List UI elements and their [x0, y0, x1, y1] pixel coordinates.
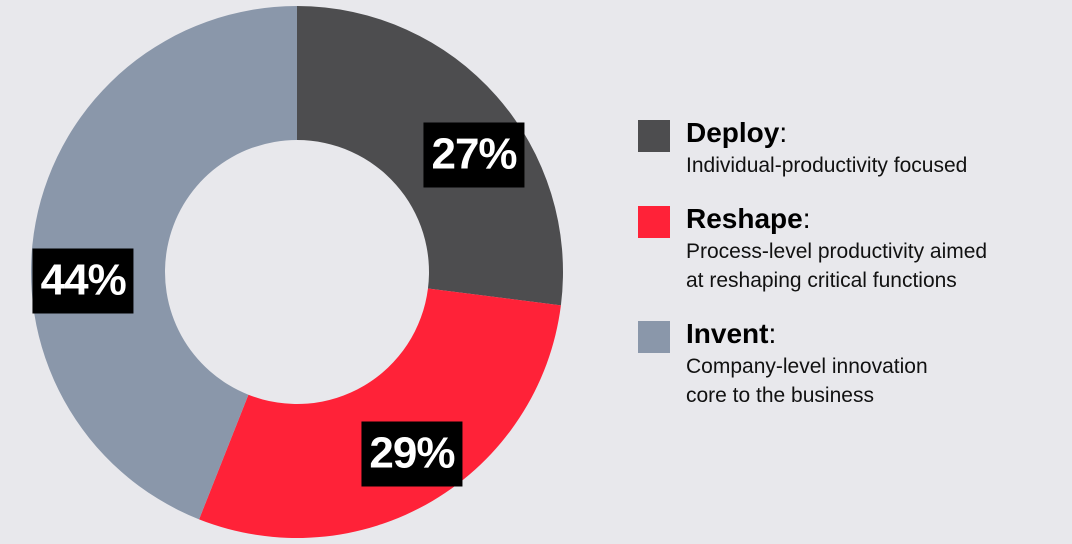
legend-item-reshape: Reshape: Process-level productivity aime… [638, 202, 1068, 295]
legend-swatch-invent [638, 321, 670, 353]
data-label-reshape: 29% [361, 421, 463, 487]
legend-colon: : [802, 203, 811, 234]
legend-name-deploy: Deploy [686, 117, 780, 148]
slice-reshape [199, 288, 561, 539]
legend: Deploy: Individual-productivity focused … [638, 116, 1068, 432]
legend-desc-invent-line-2: core to the business [686, 384, 874, 407]
slice-invent [30, 6, 298, 520]
donut-chart: 27% 29% 44% [30, 6, 563, 539]
legend-item-deploy: Deploy: Individual-productivity focused [638, 116, 1068, 180]
legend-colon: : [779, 117, 788, 148]
legend-swatch-reshape [638, 206, 670, 238]
legend-desc-deploy-line-1: Individual-productivity focused [686, 154, 968, 177]
data-label-invent: 44% [32, 248, 134, 314]
legend-item-invent: Invent: Company-level innovation core to… [638, 317, 1068, 410]
legend-colon: : [768, 318, 777, 349]
data-label-deploy: 27% [423, 122, 525, 188]
legend-name-reshape: Reshape [686, 203, 803, 234]
legend-desc-reshape-line-2: at reshaping critical functions [686, 269, 957, 292]
legend-desc-invent-line-1: Company-level innovation [686, 355, 928, 378]
legend-swatch-deploy [638, 120, 670, 152]
legend-name-invent: Invent [686, 318, 769, 349]
legend-desc-reshape-line-1: Process-level productivity aimed [686, 240, 988, 263]
